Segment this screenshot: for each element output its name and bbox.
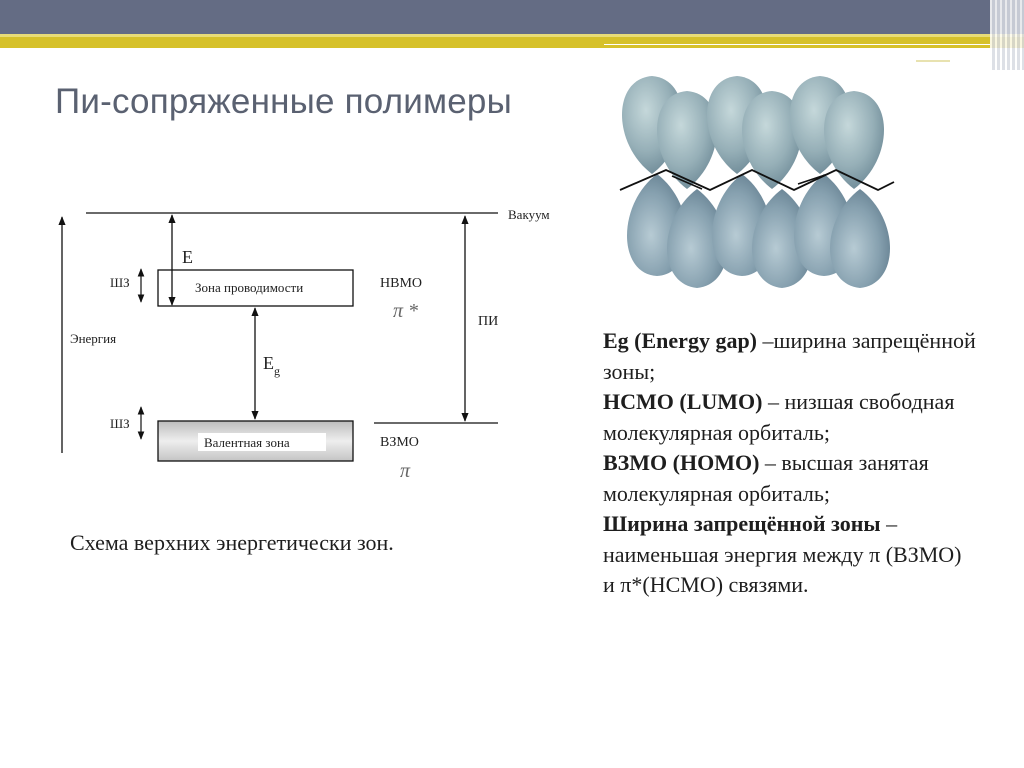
lumo-label: НВМО [380, 276, 422, 291]
description-item: Ширина запрещённой зоны – наименьшая эне… [603, 511, 962, 567]
corner-decoration [990, 0, 1024, 70]
vacuum-label: Вакуум [508, 207, 550, 222]
shz-top-label: ШЗ [110, 275, 130, 290]
polymer-backbone [619, 169, 895, 192]
slide-title: Пи-сопряженные полимеры [55, 82, 512, 121]
double-bond-lines [671, 175, 703, 190]
header-bar [0, 0, 1024, 34]
conduction-band [157, 269, 354, 307]
energy-band-diagram: Энергия Вакуум Зона проводимости Валентн… [58, 207, 550, 482]
energy-axis-label: Энергия [70, 331, 116, 346]
ip-label: ПИ [478, 314, 498, 329]
valence-band-label-bg [198, 433, 326, 451]
orbital-lobes [622, 76, 890, 288]
valence-band-label: Валентная зона [204, 435, 290, 450]
eg-label: Eg [263, 353, 280, 378]
accent-bar-highlight [0, 34, 1024, 37]
decor-line [604, 44, 990, 45]
homo-symbol: π [400, 460, 411, 482]
conduction-band-label: Зона проводимости [195, 280, 303, 295]
diagram-caption: Схема верхних энергетически зон. [70, 530, 394, 555]
double-bond-lines [797, 173, 829, 185]
description-item: НСМО (LUMO) – низшая свободная молекуляр… [603, 389, 955, 445]
shz-bottom-label: ШЗ [110, 416, 130, 431]
pi-orbitals-illustration [619, 76, 895, 288]
e-label: E [182, 247, 193, 267]
description-item: ВЗМО (НОМО) – высшая занятая молекулярна… [603, 450, 929, 506]
description-item: и π*(НСМО) связями. [603, 572, 809, 597]
description-block: Eg (Energy gap) –ширина запрещённой зоны… [603, 326, 1003, 601]
decor-line [916, 60, 950, 62]
lumo-symbol: π * [393, 300, 418, 322]
description-item: Eg (Energy gap) –ширина запрещённой зоны… [603, 328, 976, 384]
homo-label: ВЗМО [380, 435, 419, 450]
